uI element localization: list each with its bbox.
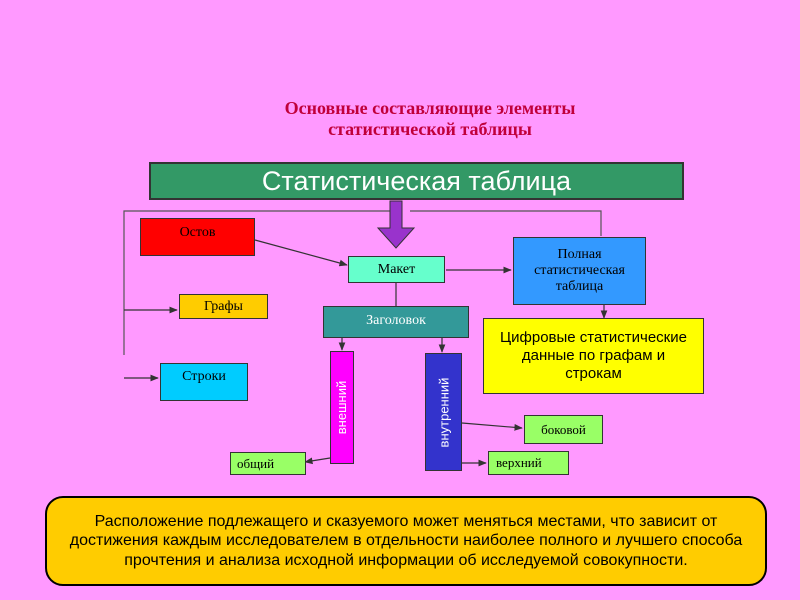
node-digital-data: Цифровые статистические данные по графам…: [483, 318, 704, 394]
left-bracket-line: [123, 210, 390, 355]
node-full-table: Полная статистическая таблица: [513, 237, 646, 305]
node-bokovoy: боковой: [524, 415, 603, 444]
vneshniy-label: внешний: [334, 380, 350, 435]
banner-statistical-table: Статистическая таблица: [149, 162, 684, 200]
title-line-2: статистической таблицы: [328, 119, 532, 139]
node-obshchiy: общий: [230, 452, 306, 475]
note-box: Расположение подлежащего и сказуемого мо…: [45, 496, 767, 586]
arrow-vneshniy-obshchiy: [304, 457, 331, 465]
diagram-title: Основные составляющие элементы статистич…: [200, 98, 660, 140]
vnutrenniy-label: внутренний: [436, 377, 452, 447]
node-maket: Макет: [348, 256, 445, 283]
node-grafy: Графы: [179, 294, 268, 319]
title-line-1: Основные составляющие элементы: [284, 98, 576, 118]
node-ostov: Остов: [140, 218, 255, 256]
node-verkhniy: верхний: [488, 451, 569, 475]
arrow-ostov-maket: [254, 239, 348, 267]
node-stroki: Строки: [160, 363, 248, 401]
node-vneshniy: внешний: [330, 351, 354, 464]
arrow-vnutrenniy-bokovoy: [461, 422, 523, 431]
node-vnutrenniy: внутренний: [425, 353, 462, 471]
node-zagolovok: Заголовок: [323, 306, 469, 338]
right-bracket-line: [410, 210, 602, 236]
big-down-arrow: [376, 200, 416, 249]
